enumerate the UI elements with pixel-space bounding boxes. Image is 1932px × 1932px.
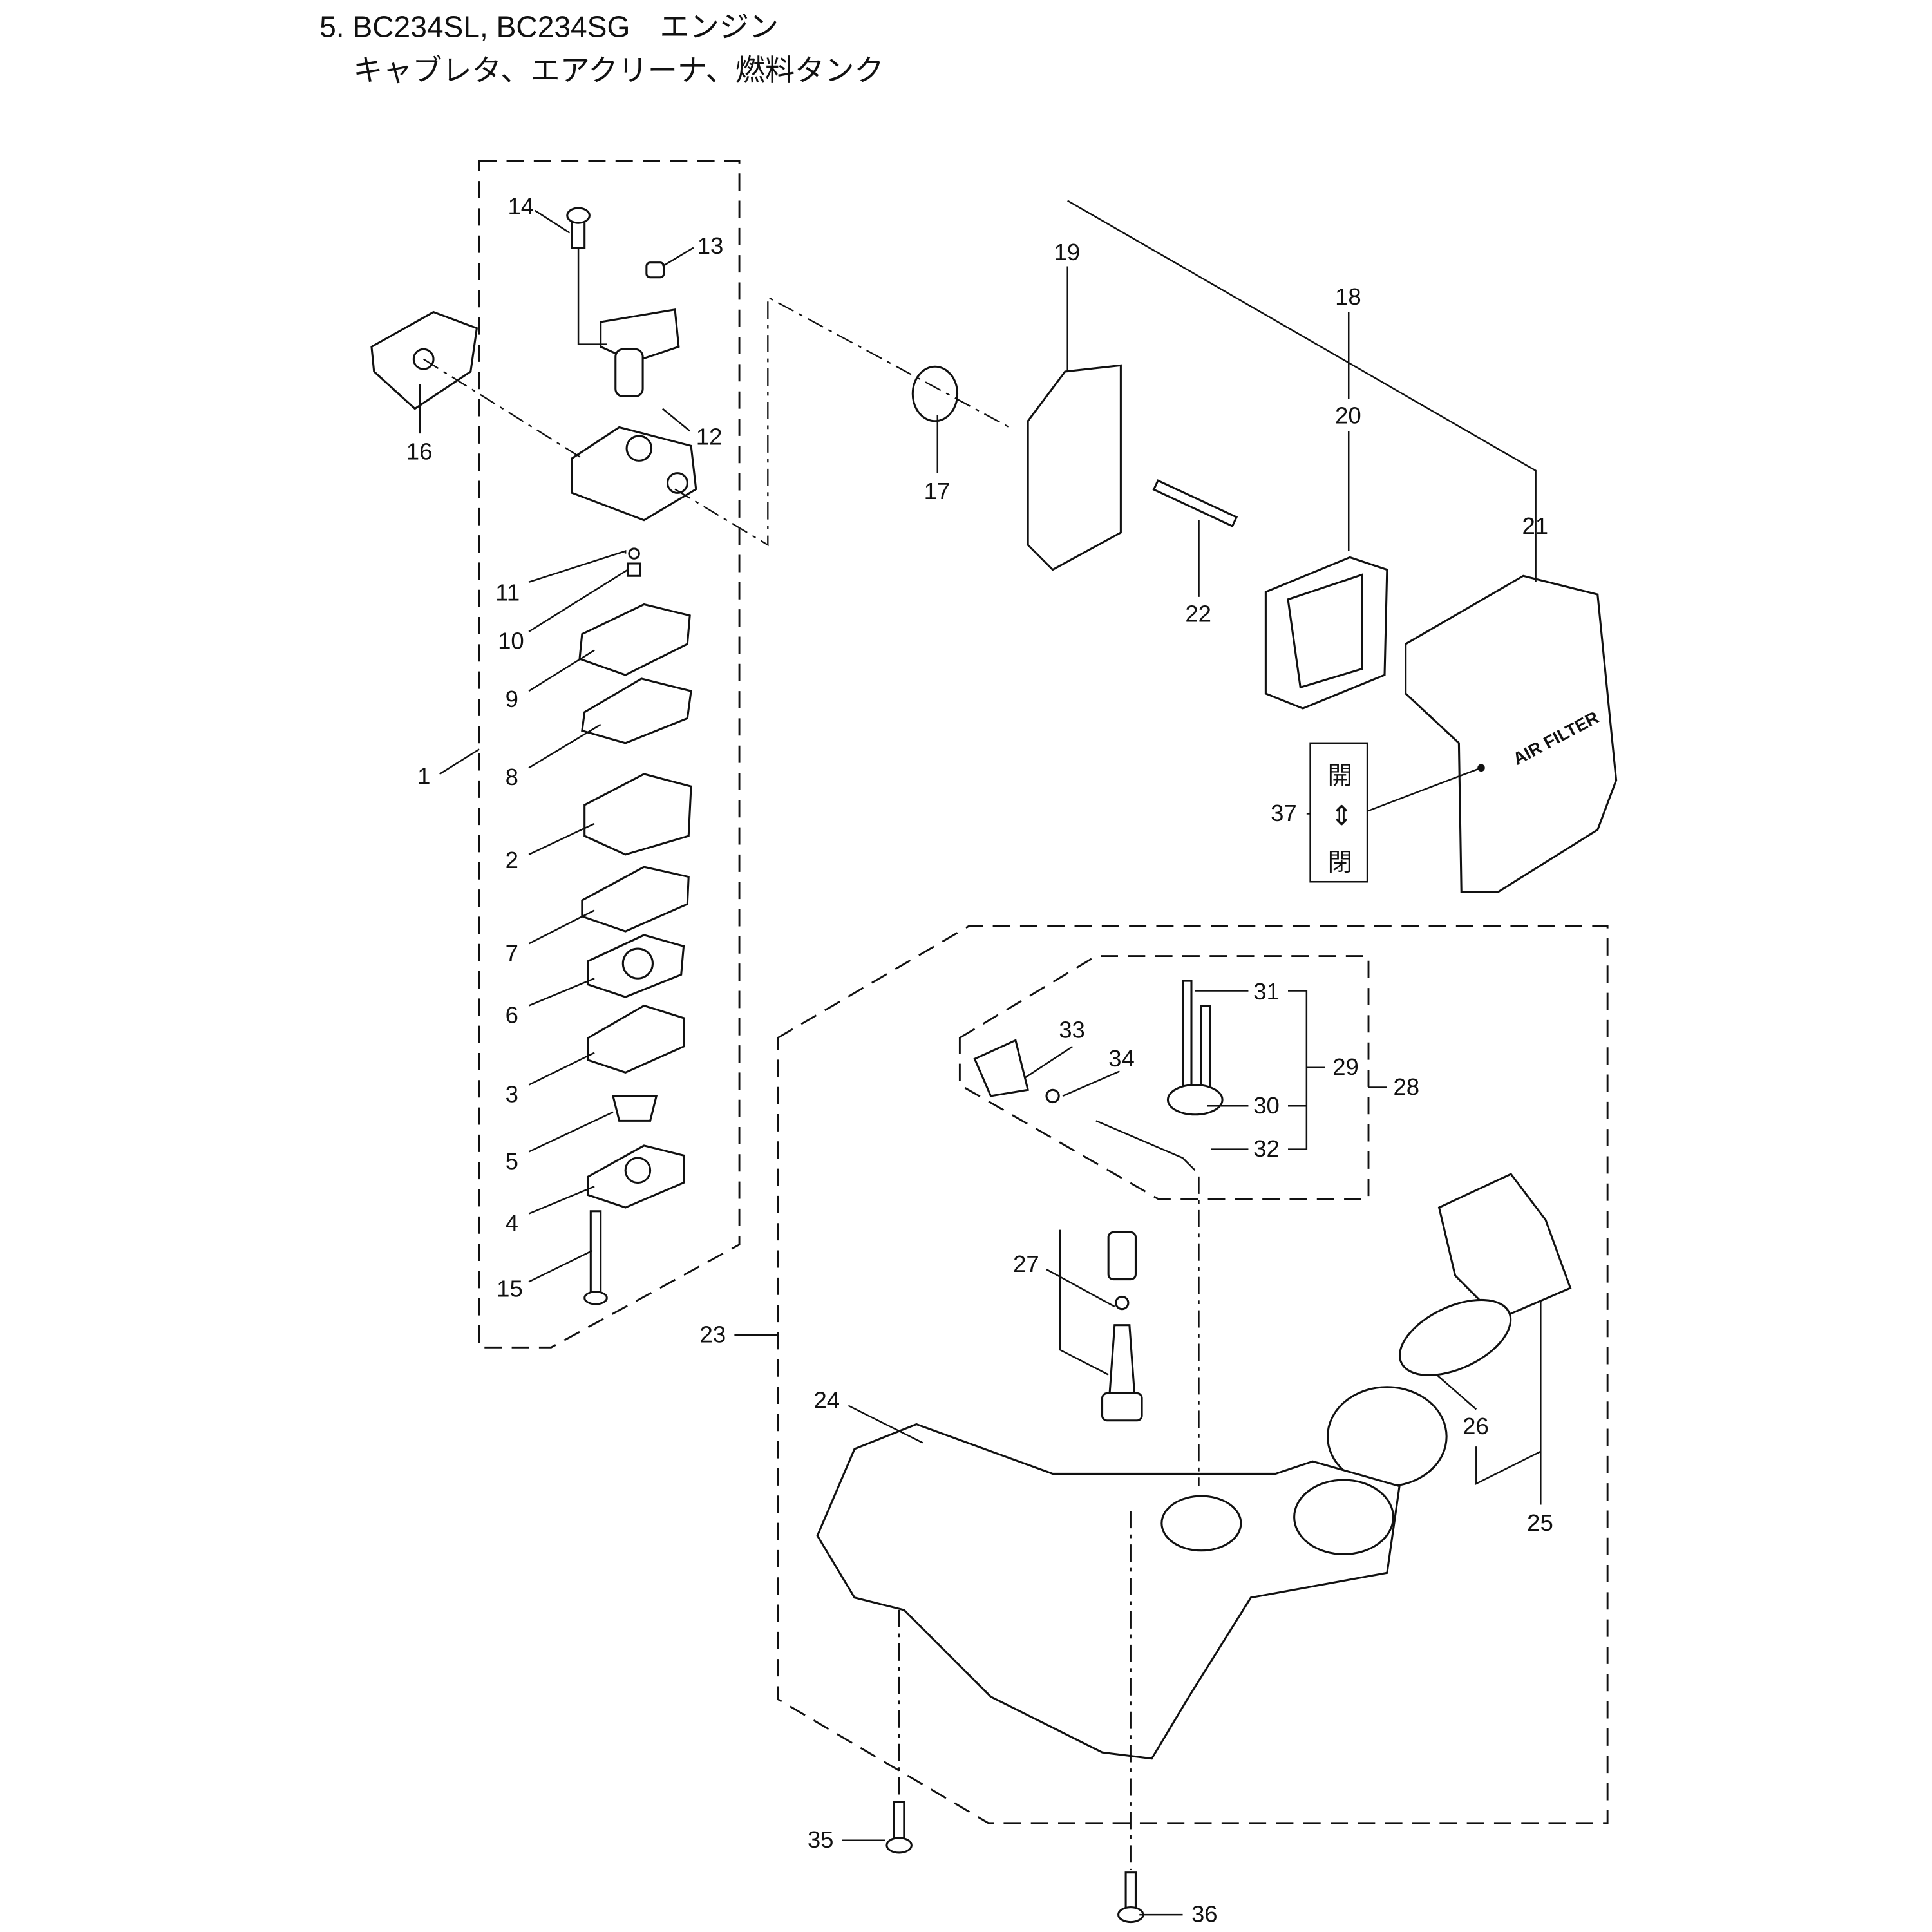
label-37-close: 閉 [1328, 849, 1352, 876]
callout-25: 25 [1527, 1510, 1553, 1536]
callout-30: 30 [1253, 1092, 1280, 1119]
callout-5: 5 [506, 1148, 518, 1174]
label-37-sticker [1309, 742, 1368, 883]
callout-26: 26 [1463, 1413, 1489, 1439]
callout-34: 34 [1108, 1045, 1135, 1072]
callout-1: 1 [417, 762, 430, 789]
callout-3: 3 [506, 1081, 518, 1108]
callout-11: 11 [495, 580, 520, 606]
callout-14: 14 [507, 193, 534, 220]
title-line-2: キャブレタ、エアクリーナ、燃料タンク [353, 53, 884, 87]
callout-20: 20 [1335, 402, 1361, 429]
carburetor-parts [370, 207, 697, 1305]
callout-37: 37 [1271, 800, 1297, 826]
callout-17: 17 [924, 478, 951, 504]
air-cleaner-parts: AIR FILTER [911, 364, 1618, 893]
label-37-arrow: ⇕ [1330, 800, 1352, 831]
callout-24: 24 [813, 1387, 840, 1414]
callout-16: 16 [406, 438, 433, 464]
callout-6: 6 [506, 1001, 518, 1028]
callout-12: 12 [696, 423, 723, 450]
callout-29: 29 [1332, 1054, 1359, 1080]
callout-15: 15 [497, 1275, 523, 1302]
callout-23: 23 [700, 1321, 726, 1348]
callout-8: 8 [506, 764, 518, 790]
fuel-tank-parts [816, 980, 1572, 1924]
callout-18: 18 [1335, 283, 1361, 310]
carburetor-assembly-box [478, 160, 741, 1349]
callout-33: 33 [1059, 1017, 1085, 1043]
callout-28: 28 [1393, 1074, 1419, 1100]
callout-35: 35 [808, 1826, 834, 1853]
callout-13: 13 [697, 232, 724, 259]
title-line-1: 5. BC234SL, BC234SG エンジン [319, 10, 779, 44]
callout-36: 36 [1191, 1901, 1218, 1927]
fuel-tank-assembly-box [777, 925, 1609, 1824]
leader-lines [419, 200, 1542, 1916]
callout-27: 27 [1013, 1251, 1039, 1277]
callout-10: 10 [498, 628, 524, 654]
callout-31: 31 [1253, 978, 1280, 1005]
label-37-open: 開 [1328, 762, 1352, 790]
callout-9: 9 [506, 686, 518, 712]
callout-2: 2 [506, 847, 518, 873]
callout-22: 22 [1185, 600, 1211, 627]
callout-4: 4 [506, 1210, 518, 1236]
callout-numbers: 14 13 12 16 11 10 9 8 1 2 7 6 3 5 4 15 1… [406, 193, 1553, 1927]
callout-19: 19 [1054, 239, 1081, 265]
callout-21: 21 [1522, 513, 1548, 539]
callout-7: 7 [506, 940, 518, 966]
callout-32: 32 [1253, 1135, 1280, 1162]
